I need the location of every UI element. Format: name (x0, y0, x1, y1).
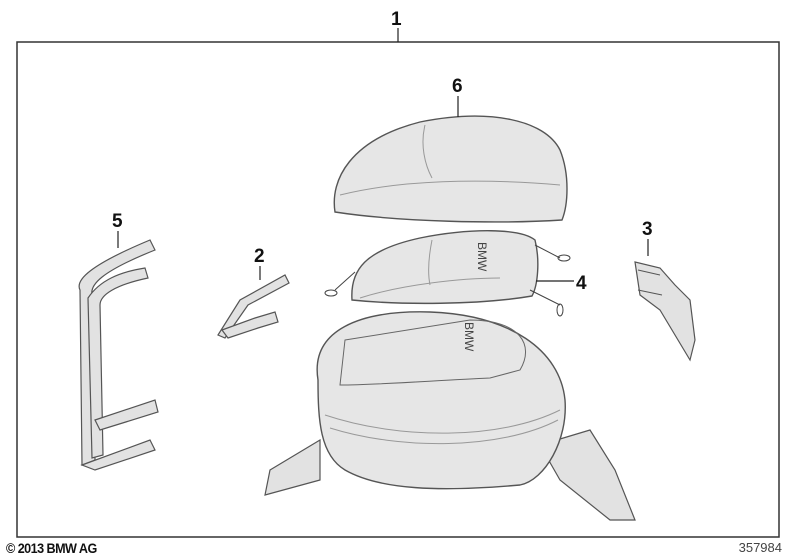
part-6-lid[interactable] (333, 115, 568, 223)
bmw-logo-text: BMW (475, 242, 489, 272)
callout-4[interactable]: 4 (536, 273, 587, 294)
callout-2[interactable]: 2 (254, 246, 265, 280)
svg-text:6: 6 (452, 76, 463, 97)
part-5-strap-frame[interactable] (78, 239, 159, 471)
part-2-strap[interactable] (217, 274, 290, 339)
svg-text:2: 2 (254, 246, 265, 267)
svg-text:5: 5 (112, 211, 123, 232)
part-4-inner-bag[interactable]: BMW (324, 230, 571, 317)
bmw-logo-text-main: BMW (462, 322, 476, 352)
image-number: 357984 (738, 540, 782, 555)
callout-6[interactable]: 6 (452, 76, 463, 117)
copyright-text: © 2013 BMW AG (6, 540, 97, 556)
part-3-strap[interactable] (634, 261, 696, 362)
callout-3[interactable]: 3 (642, 219, 653, 256)
svg-text:1: 1 (391, 9, 402, 30)
callout-5[interactable]: 5 (112, 211, 123, 248)
callout-1[interactable]: 1 (391, 9, 402, 42)
tank-bag-main: BMW (264, 311, 636, 521)
svg-text:3: 3 (642, 219, 653, 240)
svg-text:4: 4 (576, 273, 587, 294)
